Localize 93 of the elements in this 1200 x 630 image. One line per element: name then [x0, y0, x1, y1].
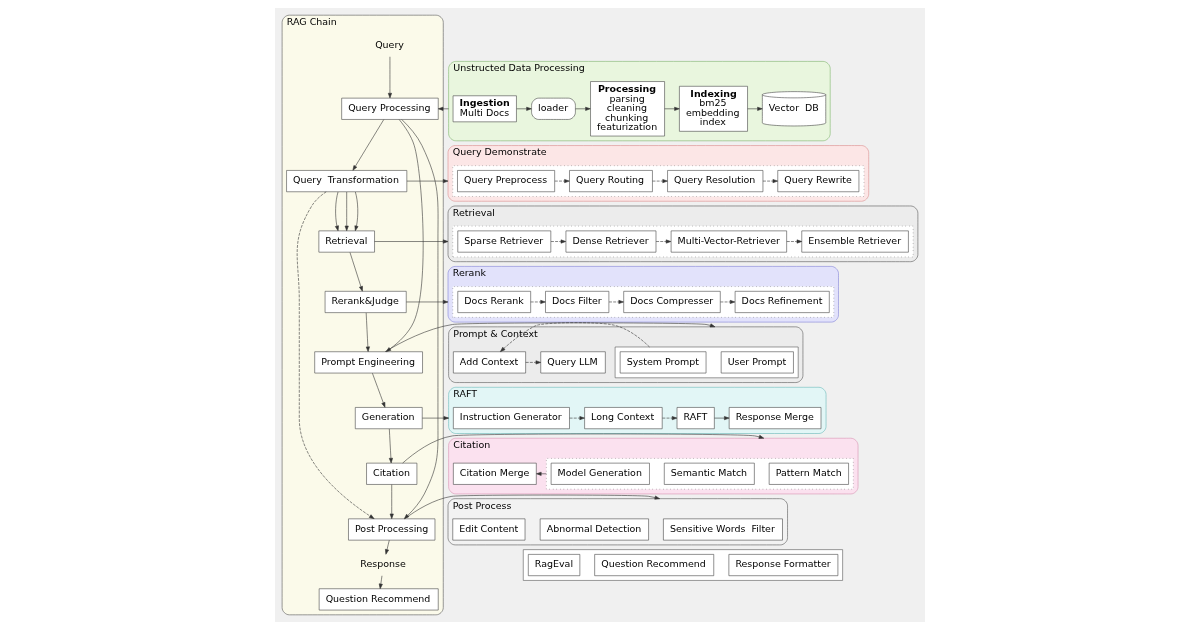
cluster [614, 346, 799, 379]
node-box: Question Recommend [318, 588, 439, 611]
arrow [500, 322, 650, 352]
node-box: Model Generation [550, 462, 650, 485]
node-box: Indexing bm25 embedding index [679, 86, 748, 132]
node-box: Edit Content [452, 518, 526, 541]
node-box: Processing parsing cleaning chunking featurization [590, 81, 665, 137]
node-box: Add Context [453, 351, 526, 374]
arrow [296, 191, 375, 519]
arrow [422, 416, 449, 421]
node-box: Ensemble Retriever [801, 230, 909, 253]
node-text: Response [360, 558, 406, 570]
node-box: User Prompt [720, 351, 794, 374]
arrow [378, 575, 383, 590]
node-box: Rerank&Judge [324, 291, 407, 313]
arrow [402, 433, 765, 464]
arrow [664, 106, 680, 111]
node-box: Query Transformation [286, 170, 408, 193]
node-box: Docs Filter [545, 291, 610, 313]
node-box: Query Rewrite [777, 170, 860, 193]
arrow [388, 56, 392, 99]
node-box: Instruction Generator [453, 407, 570, 430]
arrow [349, 252, 363, 292]
cluster [522, 549, 843, 581]
node-box: System Prompt [619, 351, 707, 374]
arrow [404, 494, 660, 520]
node-box: Docs Compresser [623, 291, 721, 313]
arrow [516, 106, 532, 111]
arrow [762, 179, 778, 184]
arrow [652, 179, 668, 184]
node-box: Citation Merge [453, 462, 537, 485]
arrow [384, 322, 716, 352]
node-box: Dense Retriever [565, 230, 657, 253]
cluster [452, 225, 914, 258]
arrow [438, 106, 449, 111]
node-box: Post Processing [348, 518, 436, 541]
node-text: Query [375, 39, 404, 51]
arrow [406, 179, 449, 184]
arrow [365, 312, 370, 352]
arrow [344, 191, 349, 232]
arrow [372, 372, 386, 408]
arrow [385, 539, 390, 555]
node-box: Citation [366, 462, 418, 485]
arrow [385, 119, 424, 352]
arrow [406, 300, 449, 304]
node-box: Prompt Engineering [314, 351, 423, 374]
node-box: Ingestion Multi Docs [452, 95, 517, 123]
arrow [536, 471, 547, 476]
arrow [554, 179, 570, 184]
node-box: Long Context [584, 407, 663, 430]
arrow [401, 119, 439, 519]
arrow [575, 106, 591, 111]
node-box: loader [531, 97, 576, 120]
arrow [388, 428, 393, 464]
node-box: Response Formatter [728, 554, 839, 576]
node-box: Query Routing [569, 170, 653, 193]
node-box: Response Merge [728, 407, 822, 430]
arrow [608, 300, 624, 304]
node-box: Multi-Vector-Retriever [670, 230, 787, 253]
arrow [662, 416, 678, 421]
arrow [374, 239, 449, 244]
arrow [786, 239, 803, 244]
node-box: Generation [355, 407, 423, 430]
node-box: Sensitive Words Filter [663, 518, 783, 541]
node-box: RagEval [528, 554, 581, 576]
node-box: Semantic Match [664, 462, 755, 485]
arrow [550, 239, 567, 244]
node-box: Query Resolution [667, 170, 764, 193]
arrow [747, 106, 763, 111]
node-box: Abnormal Detection [539, 518, 649, 541]
arrow [530, 300, 546, 304]
node-box: Query LLM [540, 351, 606, 374]
cluster [452, 165, 865, 197]
node-box: Query Preprocess [457, 170, 555, 193]
node-box: Pattern Match [768, 462, 849, 485]
cluster [546, 458, 854, 490]
arrow [335, 191, 339, 232]
arrow [525, 360, 541, 365]
node-box: Query Processing [341, 97, 439, 120]
arrow [352, 119, 385, 171]
node-box: Docs Refinement [734, 291, 830, 313]
arrow [655, 239, 672, 244]
arrow [354, 191, 359, 232]
node-box: RAFT [676, 407, 715, 430]
node-box: Question Recommend [594, 554, 715, 576]
arrow [569, 416, 585, 421]
node-box: Sparse Retriever [457, 230, 552, 253]
cluster [452, 286, 835, 318]
arrow [720, 300, 736, 304]
arrow [714, 416, 730, 421]
node-box: Retrieval [318, 230, 375, 253]
arrow [389, 484, 394, 519]
node-box: Docs Rerank [457, 291, 531, 313]
